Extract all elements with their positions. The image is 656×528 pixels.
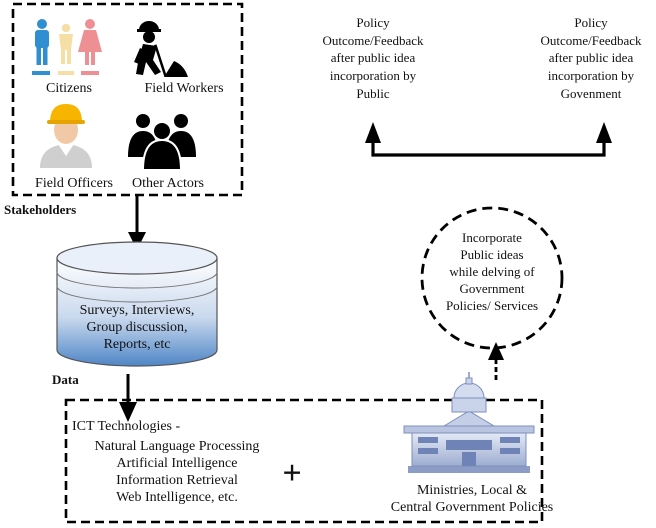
citizens-label: Citizens	[46, 81, 92, 96]
stakeholders-box	[11, 2, 244, 197]
field-workers-icon	[134, 21, 188, 77]
government-building-icon	[403, 372, 535, 473]
incorporate-line: Policies/ Services	[445, 297, 539, 313]
stakeholders-caption: Stakeholders	[4, 202, 77, 217]
feedback-government-line: incorporation by	[547, 68, 635, 84]
feedback-government-line: Govenment	[560, 85, 622, 101]
incorporate-line: Public ideas	[460, 246, 524, 262]
field-officers-icon	[40, 104, 92, 168]
data-store-text: Surveys, Interviews, Group discussion, R…	[60, 302, 214, 353]
feedback-public-line: Outcome/Feedback	[322, 32, 424, 48]
ict-item: Web Intelligence, etc.	[116, 490, 238, 506]
field-officers-label: Field Officers	[35, 176, 113, 191]
arrow-to-government-feedback	[596, 122, 612, 143]
incorporate-circle	[420, 206, 564, 350]
feedback-public-line: Policy	[356, 15, 390, 30]
ministries-text: Ministries, Local & Central Government P…	[384, 482, 560, 516]
data-caption: Data	[52, 372, 79, 387]
citizens-icon	[32, 19, 102, 75]
plus-sign: +	[282, 455, 302, 492]
incorporate-line: while delving of	[449, 263, 535, 279]
ict-box	[64, 398, 544, 524]
feedback-government-line: Outcome/Feedback	[540, 32, 642, 48]
other-actors-icon	[128, 114, 196, 171]
feedback-government-line: Policy	[574, 15, 608, 30]
field-workers-label: Field Workers	[144, 81, 224, 96]
ict-heading: ICT Technologies -	[72, 419, 181, 434]
feedback-connector	[371, 140, 606, 157]
feedback-public-text: Policy Outcome/Feedback after public ide…	[306, 14, 440, 102]
ict-item: Natural Language Processing	[94, 439, 260, 454]
ict-item: Artificial Intelligence	[116, 456, 238, 472]
ict-items: Natural Language Processing Artificial I…	[72, 438, 282, 506]
other-actors-label: Other Actors	[132, 176, 204, 191]
data-line: Group discussion,	[86, 320, 188, 336]
ministries-line: Central Government Policies	[390, 500, 554, 516]
feedback-public-line: incorporation by	[329, 68, 417, 84]
arrow-to-public-feedback	[365, 122, 381, 143]
incorporate-line: Government	[459, 280, 525, 296]
data-cylinder	[56, 241, 218, 367]
feedback-government-line: after public idea	[548, 50, 634, 66]
data-line: Reports, etc	[103, 337, 171, 353]
feedback-public-line: Public	[356, 85, 390, 101]
ministries-line: Ministries, Local &	[416, 483, 528, 498]
ict-item: Information Retrieval	[116, 473, 238, 489]
incorporate-line: Incorporate	[462, 230, 522, 245]
feedback-government-text: Policy Outcome/Feedback after public ide…	[526, 14, 656, 102]
incorporate-text: Incorporate Public ideas while delving o…	[426, 230, 558, 314]
data-line: Surveys, Interviews,	[79, 303, 195, 318]
feedback-public-line: after public idea	[330, 50, 416, 66]
